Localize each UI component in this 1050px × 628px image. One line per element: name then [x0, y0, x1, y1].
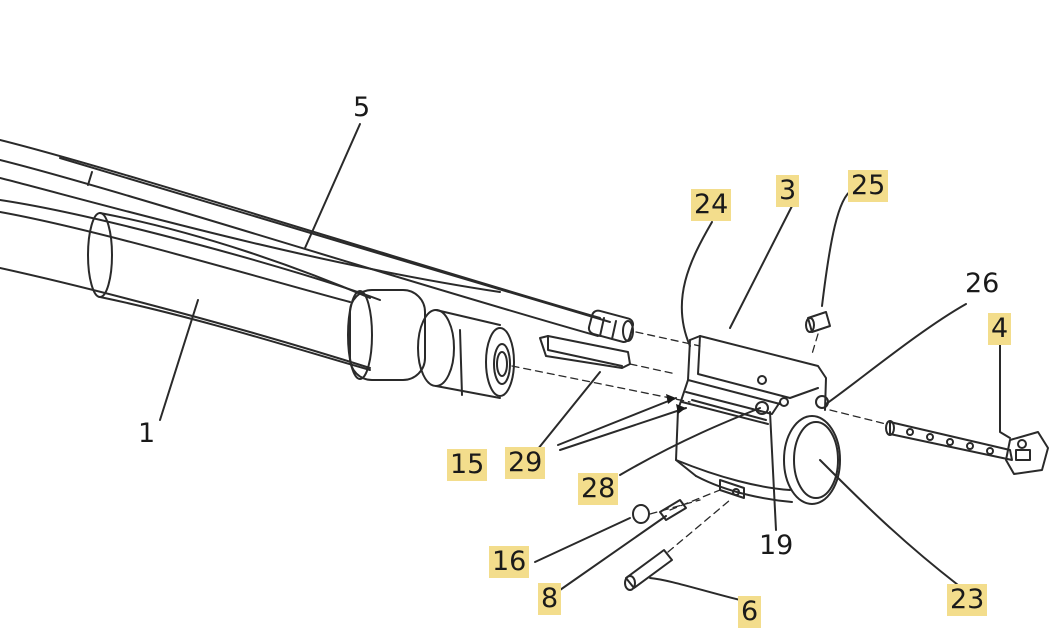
callout-8: 8: [538, 583, 562, 615]
part-16-ball: [632, 504, 650, 524]
callout-5: 5: [353, 92, 371, 123]
callout-6: 6: [738, 596, 762, 628]
callout-28: 28: [578, 473, 619, 505]
part-25-pin: [805, 311, 831, 333]
callout-23: 23: [947, 584, 988, 616]
part-6-roll-pin: [624, 549, 673, 591]
part-3-gas-block: [675, 335, 841, 505]
callout-16: 16: [489, 546, 530, 578]
callout-15: 15: [447, 449, 488, 481]
callout-4: 4: [988, 313, 1012, 345]
leader-lines: [159, 123, 1011, 601]
arrowheads: [666, 394, 686, 414]
callout-3: 3: [776, 175, 800, 207]
callout-26: 26: [965, 268, 1000, 299]
callout-29: 29: [505, 447, 546, 479]
assembly-axis: [511, 331, 887, 553]
callout-19: 19: [759, 530, 794, 561]
part-4-adjust-screw: [885, 420, 1049, 475]
part-1-barrel: [0, 199, 515, 399]
part-5-gas-tube: [0, 139, 635, 343]
callout-25: 25: [848, 170, 889, 202]
callout-24: 24: [691, 189, 732, 221]
callout-1: 1: [138, 418, 156, 449]
